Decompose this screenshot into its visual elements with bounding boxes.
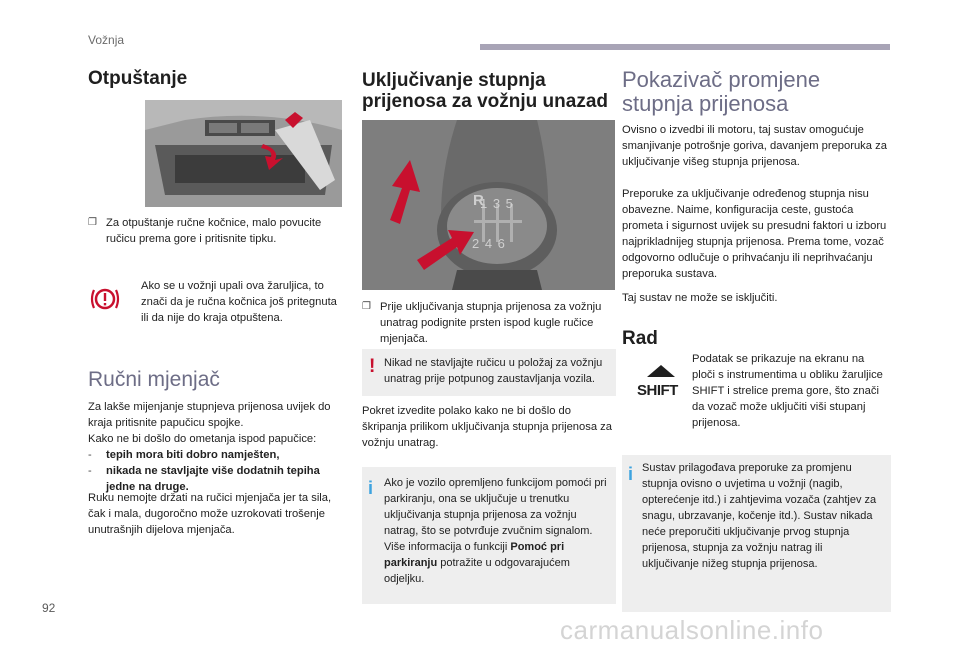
handbrake-illustration — [145, 100, 342, 207]
warning-exclamation-icon: ! — [369, 356, 376, 377]
gear-knob-photo: R 1 3 5 2 4 6 — [362, 120, 615, 290]
section-title-operation: Rad — [622, 328, 658, 349]
gear-label-r: R — [473, 192, 484, 209]
reverse-body: Pokret izvedite polako kako ne bi došlo … — [362, 405, 612, 449]
system-info-box: i Sustav prilagođava preporuke za promje… — [622, 455, 891, 612]
handbrake-photo — [145, 100, 342, 207]
section-title-reverse: Uključivanje stupnja prijenosa za vožnju… — [362, 70, 608, 112]
parking-info-box: i Ako je vozilo opremljeno funkcijom pom… — [362, 467, 616, 604]
gear-knob-illustration — [362, 120, 615, 290]
manual-lead: Kako ne bi došlo do ometanja ispod papuč… — [88, 433, 317, 445]
dash-item-1: - tepih mora biti dobro namješten, — [88, 449, 280, 461]
watermark: carmanualsonline.info — [560, 615, 824, 645]
arrow-up-icon — [647, 365, 675, 377]
operation-text: Podatak se prikazuje na ekranu na ploči … — [692, 353, 883, 429]
info-icon: i — [628, 464, 634, 484]
checkbox-bullet-icon: ❐ — [88, 217, 97, 228]
page-number: 92 — [42, 601, 56, 615]
release-bullet: ❐ Za otpuštanje ručne kočnice, malo povu… — [88, 217, 322, 245]
gear-numbers-bottom: 2 4 6 — [472, 236, 506, 251]
shift-p3: Taj sustav ne može se isključiti. — [622, 292, 778, 304]
manual-outro: Ruku nemojte držati na ručici mjenjača j… — [88, 492, 332, 536]
shift-lamp-icon: SHIFT — [637, 364, 685, 399]
brake-warning-text: Ako se u vožnji upali ova žaruljica, to … — [141, 280, 337, 324]
dash-item-2: - nikada ne stavljajte više dodatnih tep… — [88, 465, 320, 493]
shift-p2: Preporuke za uključivanje određenog stup… — [622, 188, 887, 280]
info-icon: i — [368, 478, 374, 498]
reverse-warning-box: ! Nikad ne stavljajte ručicu u položaj z… — [362, 349, 616, 396]
chapter-title: Vožnja — [88, 33, 125, 47]
checkbox-bullet-icon: ❐ — [362, 301, 371, 312]
shift-p1: Ovisno o izvedbi ili motoru, taj sustav … — [622, 124, 887, 168]
brake-warning-icon — [90, 288, 120, 310]
manual-intro: Za lakše mijenjanje stupnjeva prijenosa … — [88, 401, 331, 429]
section-title-shift-indicator: Pokazivač promjene stupnja prijenosa — [622, 67, 821, 116]
chapter-bar — [480, 44, 890, 50]
reverse-bullet: ❐ Prije uključivanja stupnja prijenosa z… — [362, 301, 602, 345]
section-title-release: Otpuštanje — [88, 68, 188, 89]
gear-numbers-top: 1 3 5 — [480, 196, 514, 211]
section-title-manual: Ručni mjenjač — [88, 368, 220, 391]
